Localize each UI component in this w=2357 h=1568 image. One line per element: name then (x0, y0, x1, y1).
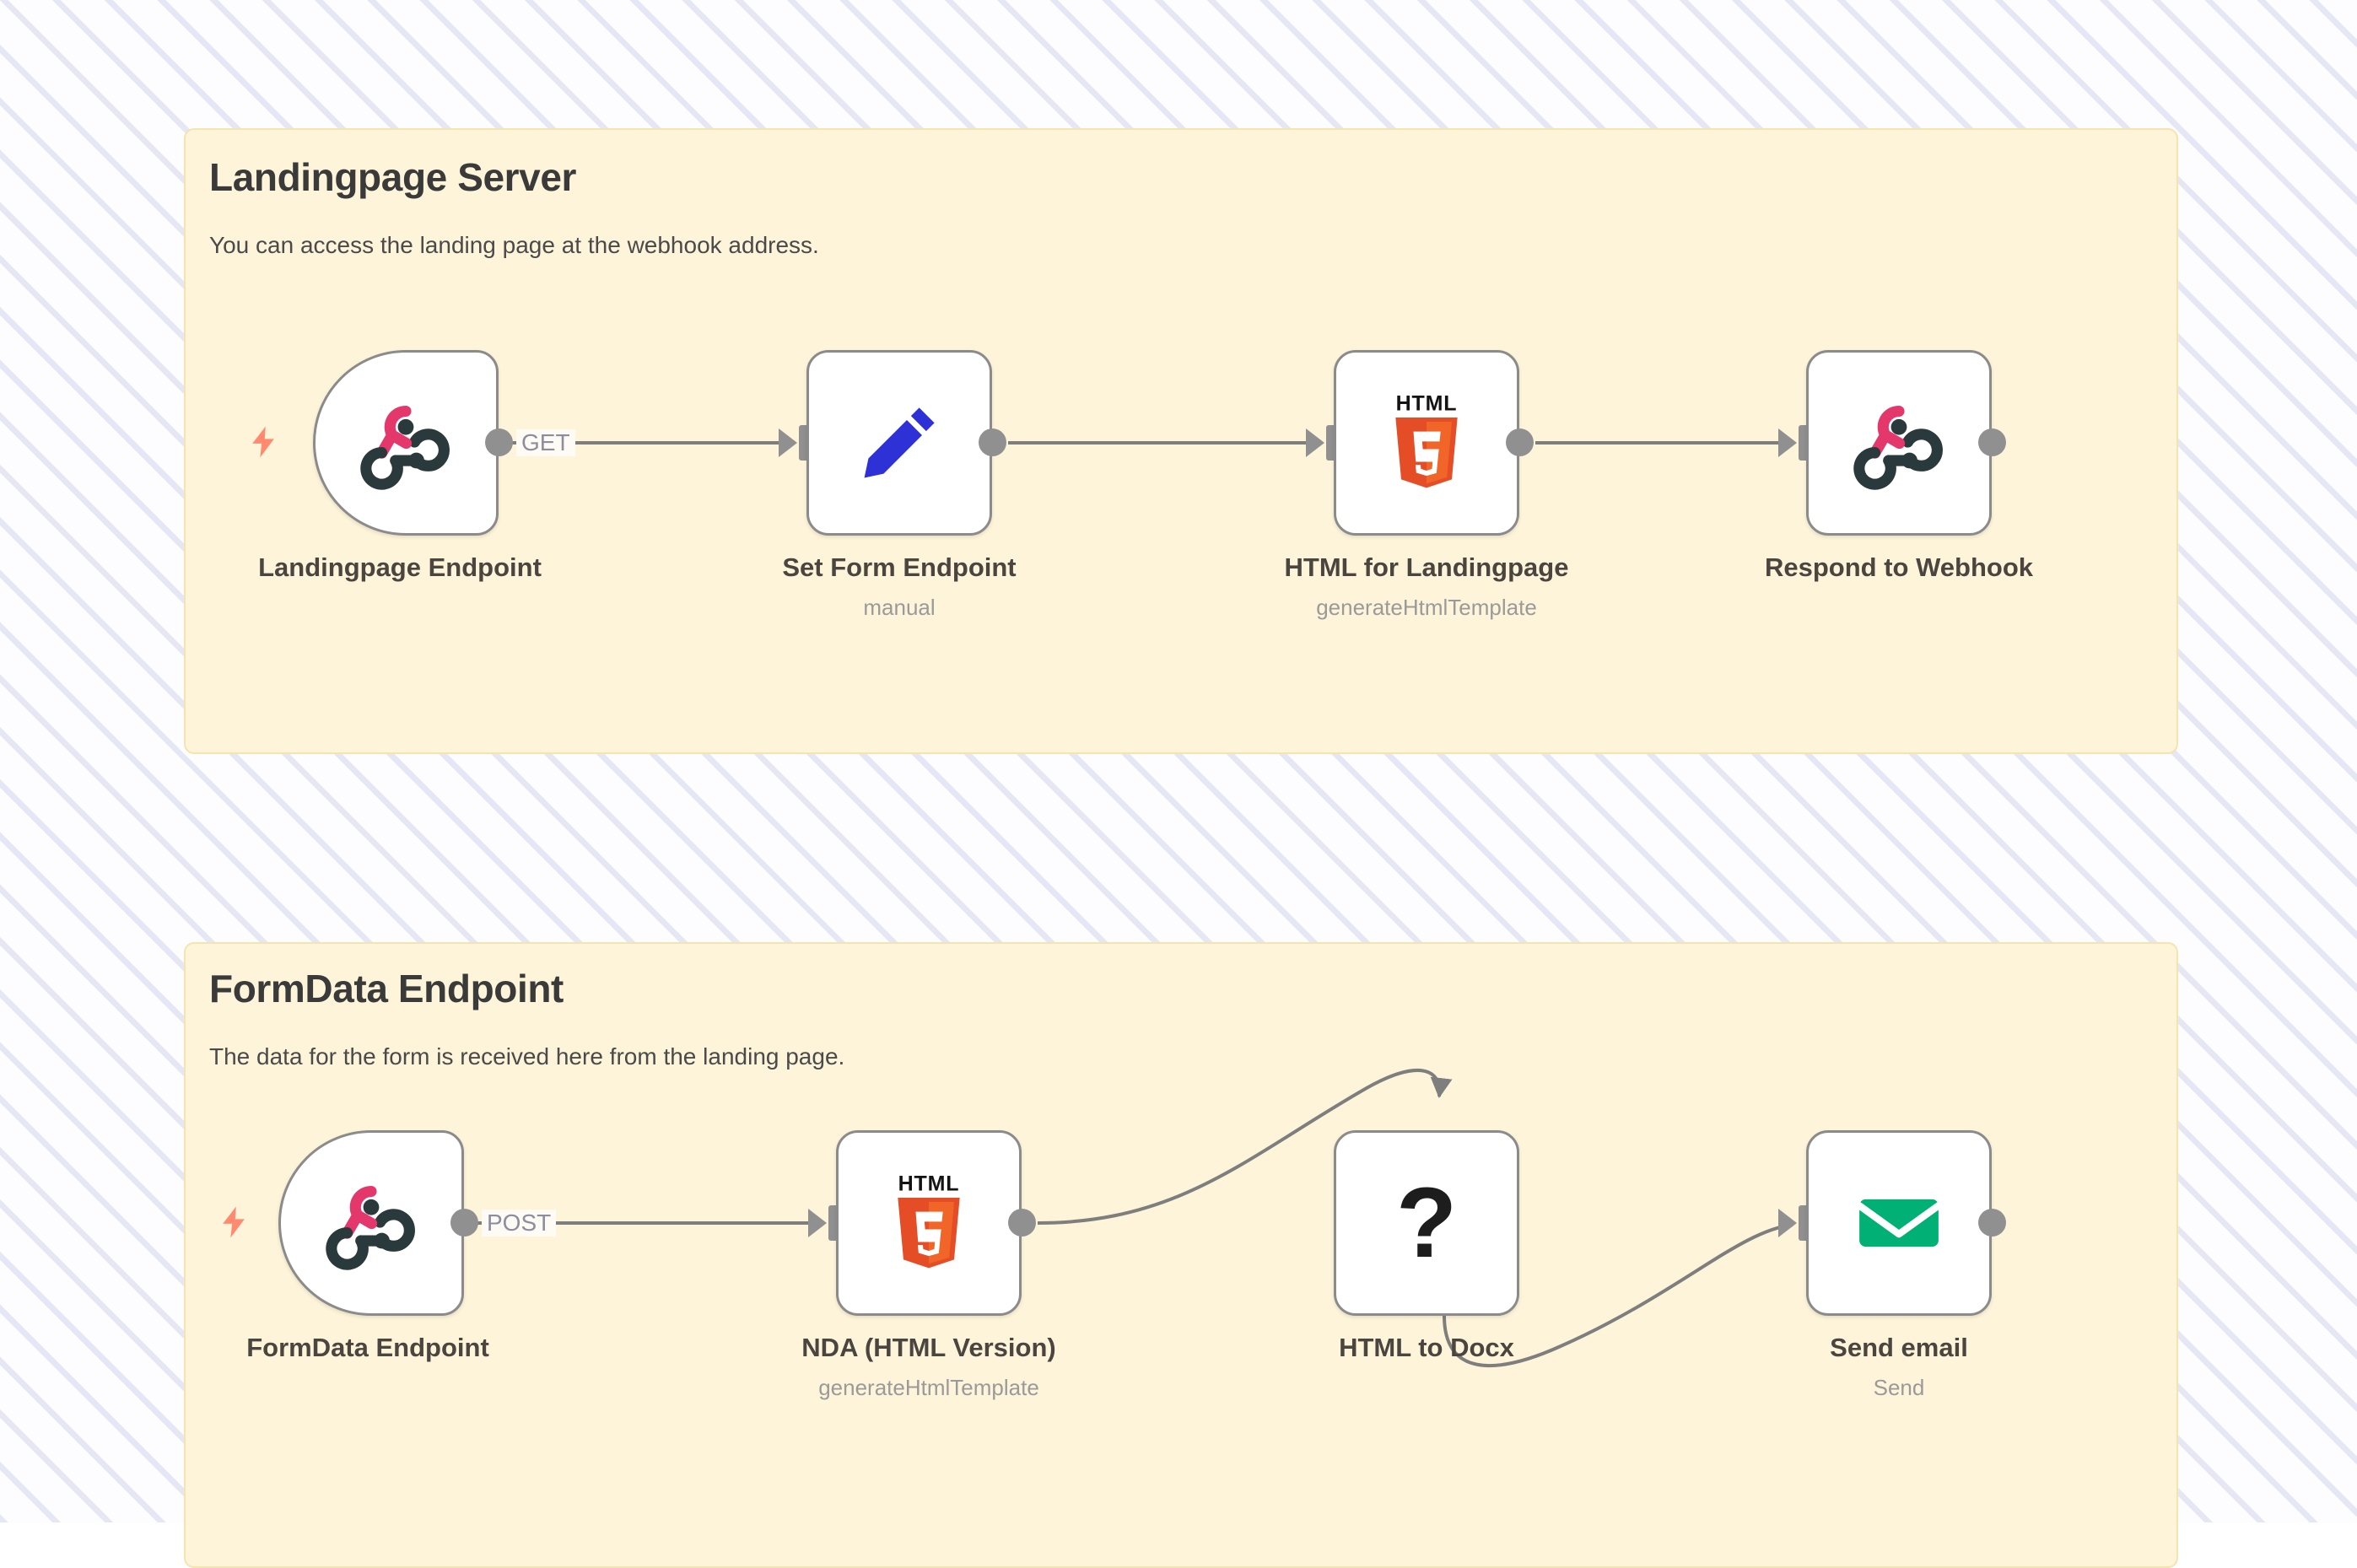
sticky-note-description: You can access the landing page at the w… (209, 232, 819, 259)
node-label-html-for-landingpage: HTML for Landingpage (1285, 552, 1569, 583)
output-port-set-form-endpoint[interactable] (979, 428, 1006, 456)
pencil-icon (849, 392, 950, 493)
svg-text:HTML: HTML (1396, 392, 1458, 416)
sticky-note-title: Landingpage Server (209, 154, 576, 200)
input-arrow-html-for-landingpage (1306, 428, 1324, 457)
envelope-icon (1848, 1172, 1950, 1274)
node-html-for-landingpage[interactable]: HTML (1334, 350, 1519, 536)
output-port-nda-html-version[interactable] (1008, 1209, 1036, 1237)
input-arrow-respond-to-webhook (1778, 428, 1797, 457)
node-send-email[interactable] (1806, 1130, 1992, 1316)
webhook-icon (321, 1172, 422, 1274)
webhook-icon (355, 392, 456, 493)
input-arrow-send-email (1778, 1209, 1797, 1237)
connection-label-post: POST (482, 1210, 556, 1237)
node-sublabel-send-email: Send (1874, 1375, 1925, 1401)
node-formdata-endpoint[interactable] (278, 1130, 464, 1316)
node-label-set-form-endpoint: Set Form Endpoint (782, 552, 1016, 583)
output-port-html-for-landingpage[interactable] (1506, 428, 1534, 456)
node-label-respond-to-webhook: Respond to Webhook (1765, 552, 2033, 583)
webhook-icon (1848, 392, 1950, 493)
connection-label-get: GET (516, 429, 575, 456)
sticky-note-title: FormData Endpoint (209, 966, 564, 1011)
node-label-formdata-endpoint: FormData Endpoint (246, 1333, 489, 1363)
node-label-nda-html-version: NDA (HTML Version) (801, 1333, 1055, 1363)
node-nda-html-version[interactable]: HTML (836, 1130, 1022, 1316)
node-set-form-endpoint[interactable] (806, 350, 992, 536)
node-label-send-email: Send email (1830, 1333, 1968, 1363)
input-arrow-nda-html-version (808, 1209, 827, 1237)
node-respond-to-webhook[interactable] (1806, 350, 1992, 536)
node-label-html-to-docx: HTML to Docx (1339, 1333, 1514, 1363)
lightning-bolt-icon (215, 1200, 252, 1244)
node-landingpage-endpoint[interactable] (313, 350, 499, 536)
node-sublabel-set-form-endpoint: manual (863, 595, 935, 621)
input-arrow-set-form-endpoint (779, 428, 797, 457)
sticky-note-description: The data for the form is received here f… (209, 1043, 844, 1070)
output-port-send-email[interactable] (1978, 1209, 2006, 1237)
svg-text:HTML: HTML (898, 1172, 960, 1196)
html5-icon: HTML (1376, 392, 1477, 493)
node-sublabel-nda-html-version: generateHtmlTemplate (818, 1375, 1039, 1401)
workflow-canvas[interactable]: Landingpage Server You can access the la… (0, 0, 2357, 1522)
output-port-landingpage-endpoint[interactable] (485, 428, 513, 456)
node-html-to-docx[interactable]: ? (1334, 1130, 1519, 1316)
output-port-formdata-endpoint[interactable] (450, 1209, 478, 1237)
output-port-respond-to-webhook[interactable] (1978, 428, 2006, 456)
lightning-bolt-icon (245, 420, 282, 464)
node-label-landingpage-endpoint: Landingpage Endpoint (258, 552, 542, 583)
html5-icon: HTML (878, 1172, 979, 1274)
question-mark-icon: ? (1396, 1173, 1457, 1273)
node-sublabel-html-for-landingpage: generateHtmlTemplate (1316, 595, 1537, 621)
